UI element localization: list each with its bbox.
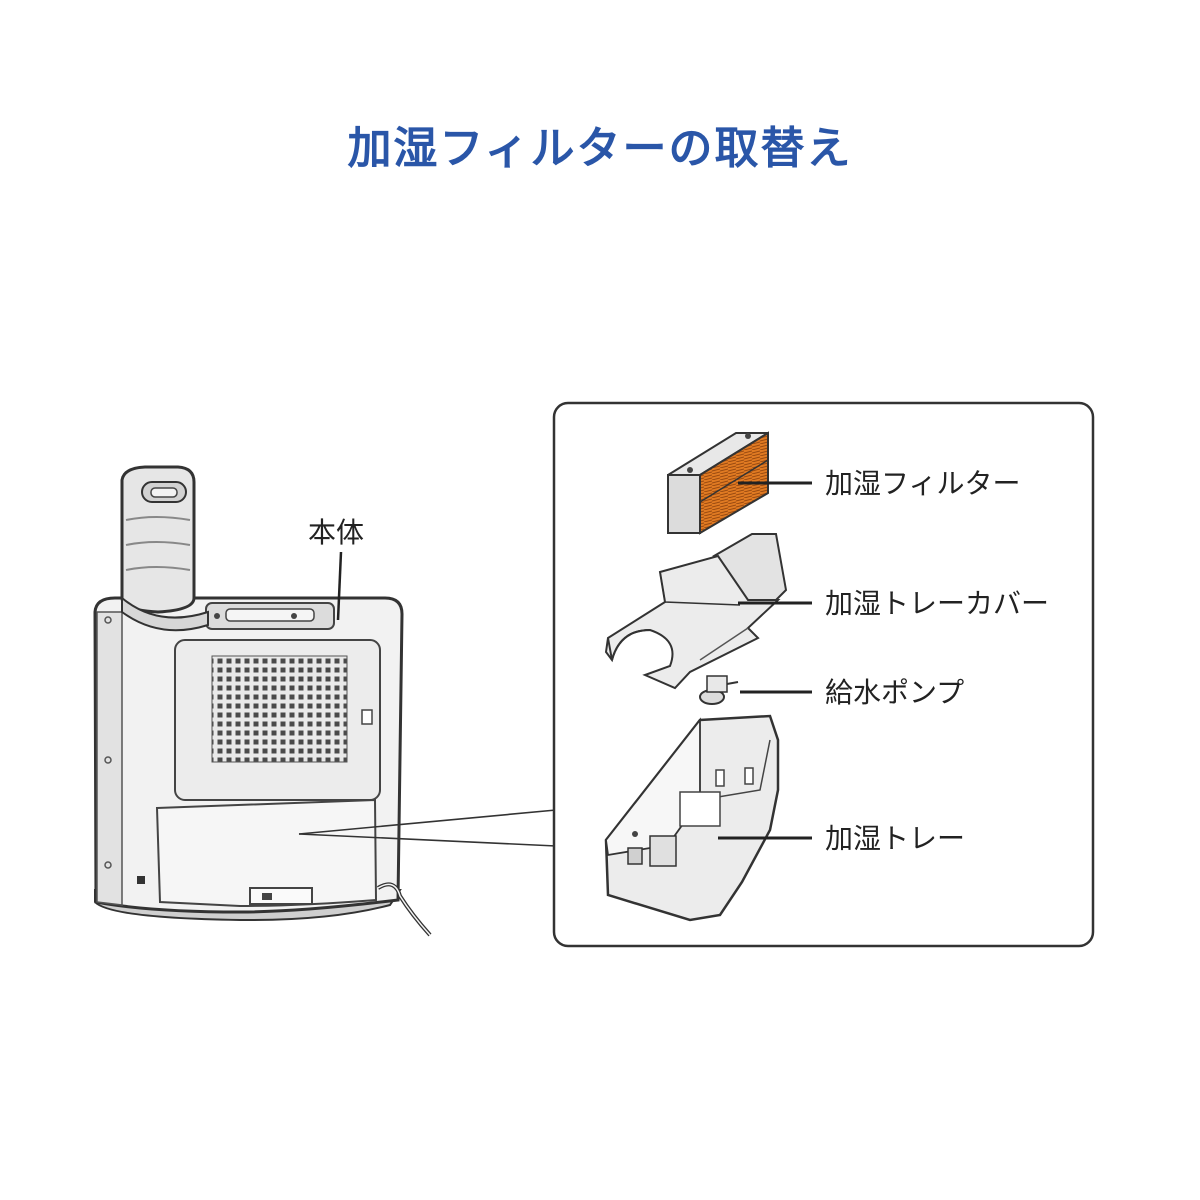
water-pump-illustration — [699, 675, 739, 705]
humidifier-filter-illustration — [667, 431, 769, 535]
main-unit-illustration — [93, 465, 432, 937]
humidifier-tray-cover-label: 加湿トレーカバー — [825, 587, 1049, 620]
main-body-leader-line — [336, 551, 343, 621]
main-body-label: 本体 — [308, 516, 364, 549]
humidifier-filter-label: 加湿フィルター — [825, 467, 1020, 500]
page-title: 加湿フィルターの取替え — [347, 123, 853, 174]
callout-line-bottom — [298, 833, 557, 847]
callout-line-top — [298, 809, 557, 835]
water-pump-label: 給水ポンプ — [825, 676, 964, 709]
tray-illustration — [604, 714, 780, 922]
tray-cover-illustration — [604, 533, 788, 690]
humidifier-tray-label: 加湿トレー — [825, 822, 965, 855]
